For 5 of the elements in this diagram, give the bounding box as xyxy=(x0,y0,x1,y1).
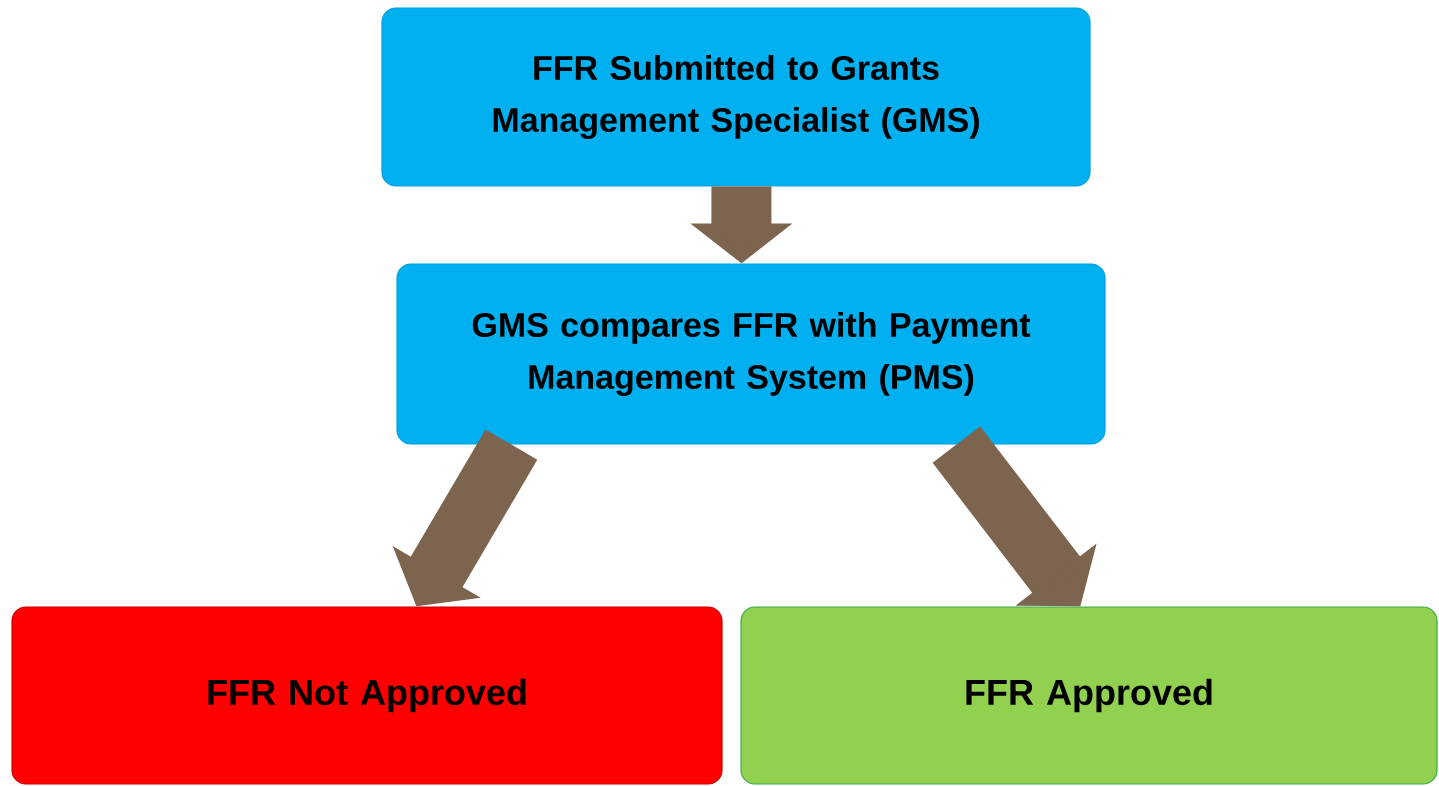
outcome-box: FFR Not Approved xyxy=(11,606,723,785)
process-box: GMS compares FFR with Payment Management System (PMS) xyxy=(396,263,1106,445)
process-box: FFR Submitted to Grants Management Specialist (GMS) xyxy=(381,7,1091,187)
block-arrow xyxy=(932,426,1097,607)
outcome-box: FFR Approved xyxy=(740,606,1438,785)
